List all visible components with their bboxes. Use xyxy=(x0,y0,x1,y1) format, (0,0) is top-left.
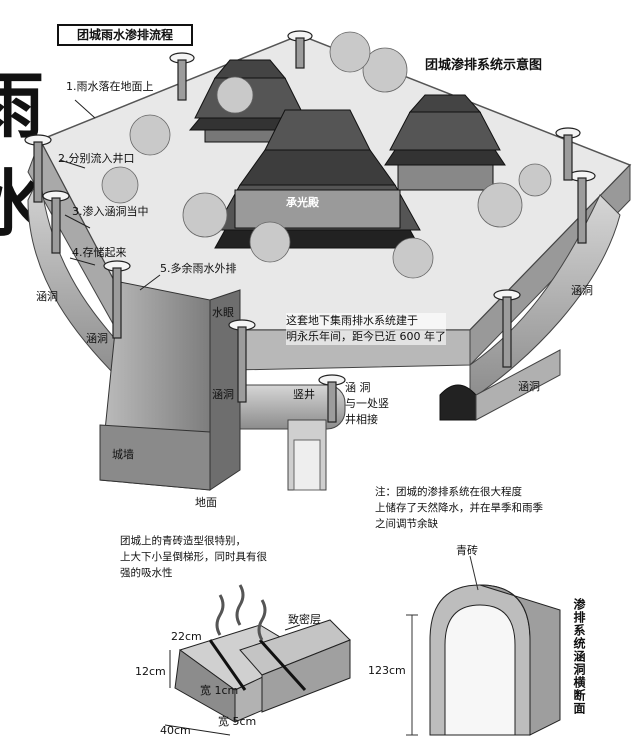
drain-wells xyxy=(24,30,596,423)
culvert-label-right-1: 涵洞 xyxy=(571,284,593,297)
step-arrows xyxy=(59,99,161,291)
step-3: 3.渗入涵洞当中 xyxy=(72,205,149,218)
brick-note: 团城上的青砖造型很特别， 上大下小呈倒梯形，同时具有很 强的吸水性 xyxy=(120,535,267,579)
brick-detail xyxy=(164,584,351,736)
shaft-label: 竖井 xyxy=(293,388,315,401)
system-age-note: 这套地下集雨排水系统建于 明永乐年间，距今已近 600 年了 xyxy=(286,313,446,345)
step-1: 1.雨水落在地面上 xyxy=(66,80,154,93)
hall-label: 承光殿 xyxy=(286,196,319,209)
step-4: 4.存储起来 xyxy=(72,246,127,259)
step-5: 5.多余雨水外排 xyxy=(160,262,237,275)
brick-dim-gap: 宽 1cm xyxy=(200,684,239,697)
ground-label: 地面 xyxy=(195,496,217,509)
culvert-label-left-1: 涵洞 xyxy=(36,290,58,303)
brick-dim-gap-2: 宽 5cm xyxy=(218,715,257,728)
culvert-mouth xyxy=(439,384,477,421)
water-hole-label: 水眼 xyxy=(212,306,234,319)
storage-note: 注：团城的渗排系统在很大程度 上储存了天然降水，并在旱季和雨季 之间调节余缺 xyxy=(375,486,543,530)
culvert-section-caption: 渗排系统涵洞横断面 xyxy=(572,598,586,715)
culvert-shaft-label: 涵 洞 与一处竖 井相接 xyxy=(345,381,389,426)
culvert-cross-section xyxy=(406,555,561,736)
cropped-glyph-1: 雨 xyxy=(0,64,45,148)
brick-dim-top: 22cm xyxy=(171,630,202,643)
culvert-label-mid: 涵洞 xyxy=(212,388,234,401)
vault-label: 青砖 xyxy=(456,544,478,557)
brick-layer-label: 致密层 xyxy=(288,613,321,626)
brick-dim-height: 12cm xyxy=(135,665,166,678)
brick-dim-bottom: 40cm xyxy=(160,724,191,737)
trees xyxy=(101,31,552,279)
diagram-title: 团城渗排系统示意图 xyxy=(425,58,543,73)
culvert-height-label: 123cm xyxy=(368,664,406,677)
step-2: 2.分别流入井口 xyxy=(58,152,135,165)
city-wall-label: 城墙 xyxy=(112,448,134,461)
culvert-label-left-2: 涵洞 xyxy=(86,332,108,345)
culvert-label-right-2: 涵洞 xyxy=(518,380,540,393)
flow-title: 团城雨水渗排流程 xyxy=(57,24,193,46)
